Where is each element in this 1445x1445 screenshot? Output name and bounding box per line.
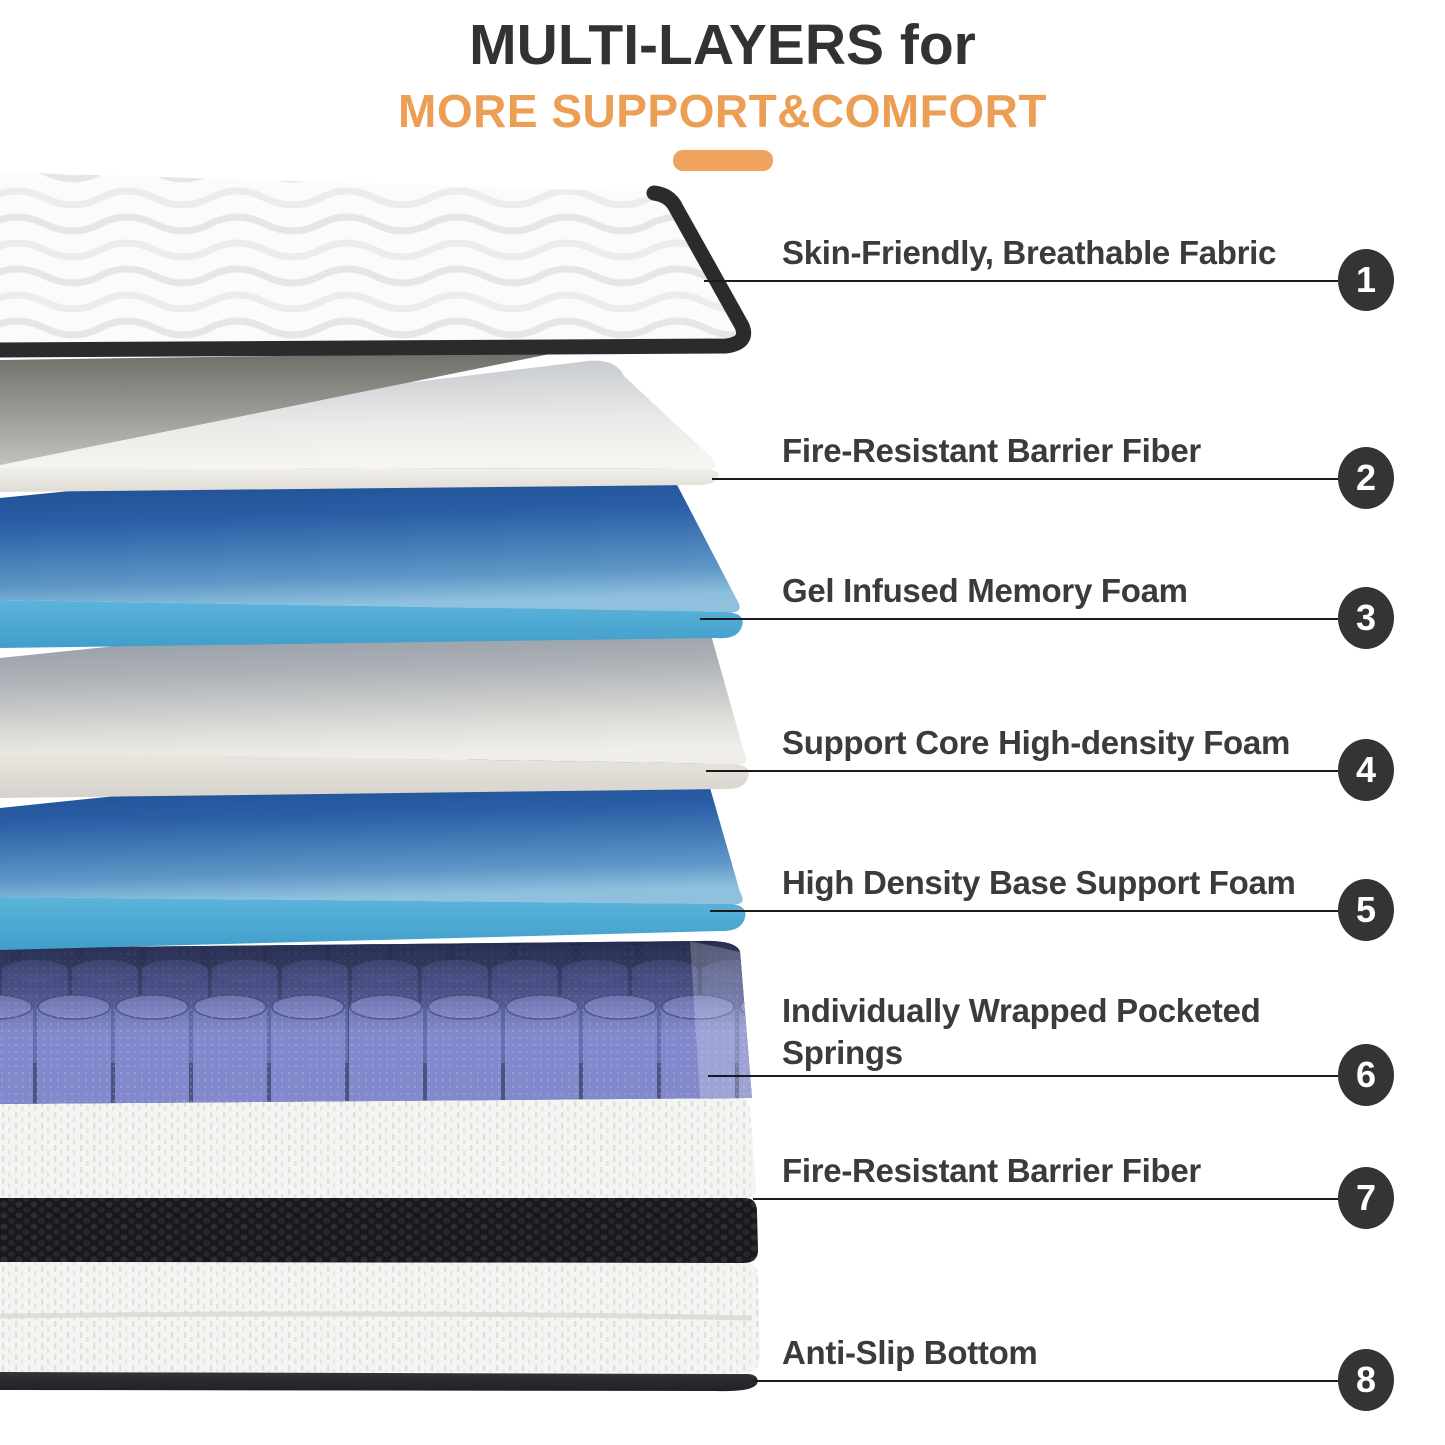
layer-label: High Density Base Support Foam (782, 864, 1296, 901)
layer-number-badge: 8 (1338, 1349, 1394, 1411)
layer-number-badge: 6 (1338, 1044, 1394, 1106)
mattress-illustration (0, 172, 760, 1392)
layer-1-quilted-fabric (0, 172, 752, 465)
layer-number-badge: 2 (1338, 447, 1394, 509)
layer-label: Support Core High-density Foam (782, 724, 1291, 761)
page-title: MULTI-LAYERS for (469, 13, 976, 77)
layer-number-badge: 1 (1338, 249, 1394, 311)
layer-label: Fire-Resistant Barrier Fiber (782, 1152, 1201, 1189)
layer-7-fire-barrier-band (0, 1094, 757, 1198)
page-subtitle: MORE SUPPORT&COMFORT (398, 85, 1047, 137)
layer-number-badge: 4 (1338, 739, 1394, 801)
leader-line (710, 910, 1338, 912)
leader-line (753, 1198, 1338, 1200)
layer-number-badge: 7 (1338, 1167, 1394, 1229)
layer-number-badge: 5 (1338, 879, 1394, 941)
header: MULTI-LAYERS for MORE SUPPORT&COMFORT (0, 0, 1445, 138)
layer-label: Gel Infused Memory Foam (782, 572, 1188, 609)
leader-line (753, 1380, 1338, 1382)
layer-6-pocketed-springs (0, 940, 752, 1104)
layer-label: Skin-Friendly, Breathable Fabric (782, 234, 1277, 271)
layer-2-fire-barrier-slab (0, 360, 719, 492)
leader-line (712, 478, 1338, 480)
layer-label: Individually Wrapped Pocketed Springs (782, 992, 1261, 1071)
layer-label: Anti-Slip Bottom (782, 1334, 1038, 1371)
layer-8-anti-slip-bottom (0, 1262, 760, 1392)
black-knit-band (0, 1198, 758, 1263)
leader-line (708, 1075, 1338, 1077)
layer-label: Fire-Resistant Barrier Fiber (782, 432, 1201, 469)
leader-line (700, 618, 1338, 620)
leader-line (704, 280, 1338, 282)
accent-dash (672, 150, 773, 171)
layer-number-badge: 3 (1338, 587, 1394, 649)
leader-line (706, 770, 1338, 772)
